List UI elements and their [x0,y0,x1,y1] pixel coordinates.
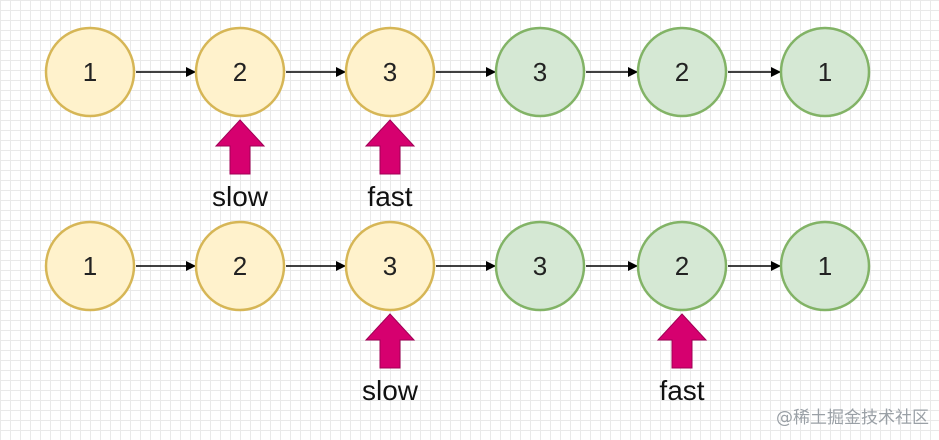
node-value: 2 [675,57,689,87]
list-node: 3 [494,220,586,312]
node-value: 3 [383,57,397,87]
node-value: 3 [383,251,397,281]
list-node: 3 [344,220,436,312]
node-circle [44,26,136,118]
list-node: 1 [44,26,136,118]
list-node: 3 [344,26,436,118]
watermark: @稀土掘金技术社区 [776,408,929,428]
list-node: 1 [44,220,136,312]
node-value: 2 [233,251,247,281]
node-value: 1 [83,251,97,281]
pointer-fast: fast [656,313,708,406]
list-node: 1 [779,26,871,118]
pointer-slow: slow [212,119,269,212]
node-value: 3 [533,251,547,281]
node-value: 1 [818,251,832,281]
node-circle [344,26,436,118]
node-circle [779,26,871,118]
list-node: 2 [636,26,728,118]
pointer-slow: slow [362,313,419,406]
node-circle [779,220,871,312]
node-circle [636,26,728,118]
node-circle [494,26,586,118]
node-value: 1 [818,57,832,87]
list-node: 2 [194,220,286,312]
pointer-label: slow [362,375,419,406]
list-node: 2 [194,26,286,118]
pointer-arrow-icon [364,119,416,175]
list-node: 3 [494,26,586,118]
list-node: 2 [636,220,728,312]
pointer-label: slow [212,181,269,212]
pointer-arrow-icon [656,313,708,369]
node-value: 2 [675,251,689,281]
node-circle [344,220,436,312]
node-circle [494,220,586,312]
pointer-fast: fast [364,119,416,212]
pointer-label: fast [659,375,704,406]
node-value: 2 [233,57,247,87]
node-circle [44,220,136,312]
node-circle [636,220,728,312]
node-circle [194,26,286,118]
node-value: 3 [533,57,547,87]
list-node: 1 [779,220,871,312]
node-value: 1 [83,57,97,87]
pointer-arrow-icon [364,313,416,369]
pointer-arrow-icon [214,119,266,175]
node-circle [194,220,286,312]
pointer-label: fast [367,181,412,212]
